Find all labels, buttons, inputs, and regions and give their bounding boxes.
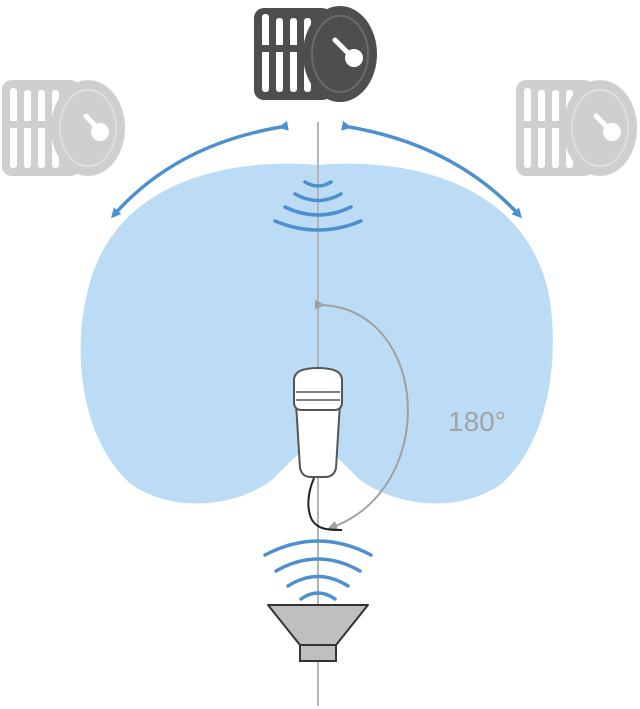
drum-icon-active [254, 6, 377, 102]
speaker-icon [267, 604, 369, 662]
rear-sound-waves [263, 539, 373, 601]
left-movement-arrow [111, 120, 289, 219]
microphone-icon [293, 366, 343, 531]
right-movement-arrow [341, 120, 523, 219]
rotation-arrow [314, 299, 409, 531]
drum-icon-right [516, 80, 637, 176]
angle-label: 180° [448, 406, 506, 437]
drum-icon-left [2, 80, 125, 176]
